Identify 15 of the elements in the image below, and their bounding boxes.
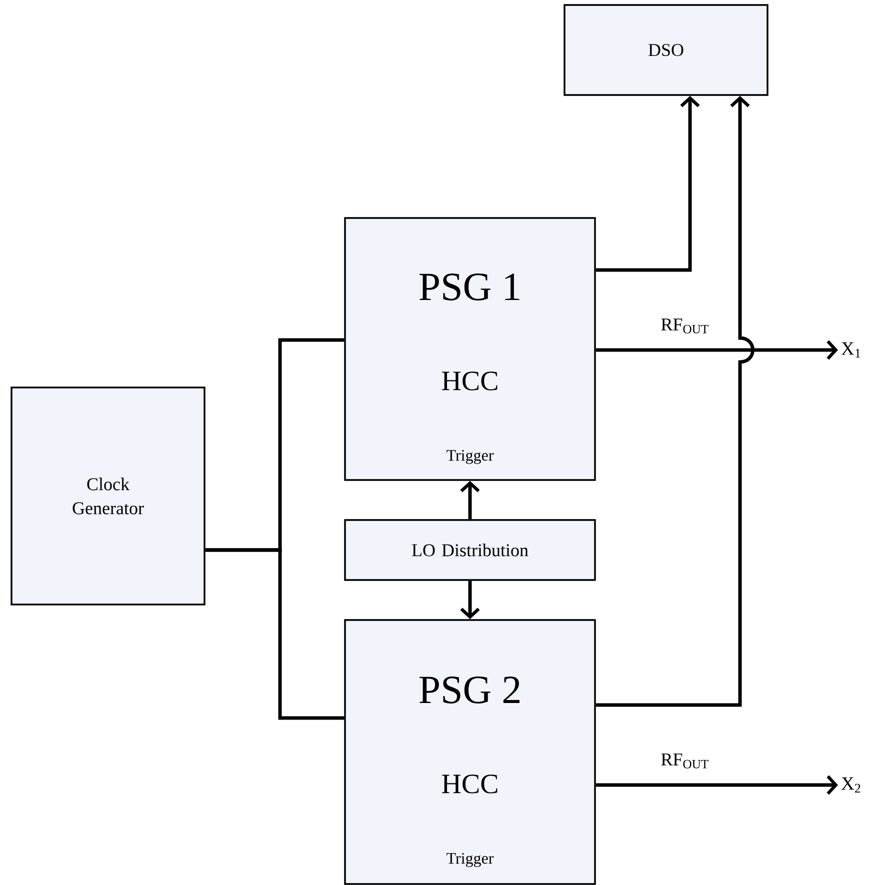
edge-label: RF$_{OUT}$ <box>659 752 711 770</box>
arrow <box>460 480 480 520</box>
arrow <box>596 340 838 360</box>
output-label: X$_{1}$ <box>841 342 860 358</box>
arrow <box>596 775 838 795</box>
process-box: Clock Generator <box>10 386 206 606</box>
output-label: X$_{2}$ <box>841 777 860 793</box>
edge-label: RF$_{OUT}$ <box>659 317 711 335</box>
arrow <box>596 96 700 272</box>
arrow <box>460 580 480 620</box>
process-box: LO Distribution <box>344 519 596 581</box>
arrow <box>596 96 754 707</box>
process-box: PSG 2 HCC Trigger <box>344 619 596 885</box>
process-box: DSO <box>564 4 768 96</box>
process-box: PSG 1 HCC Trigger <box>344 217 596 481</box>
